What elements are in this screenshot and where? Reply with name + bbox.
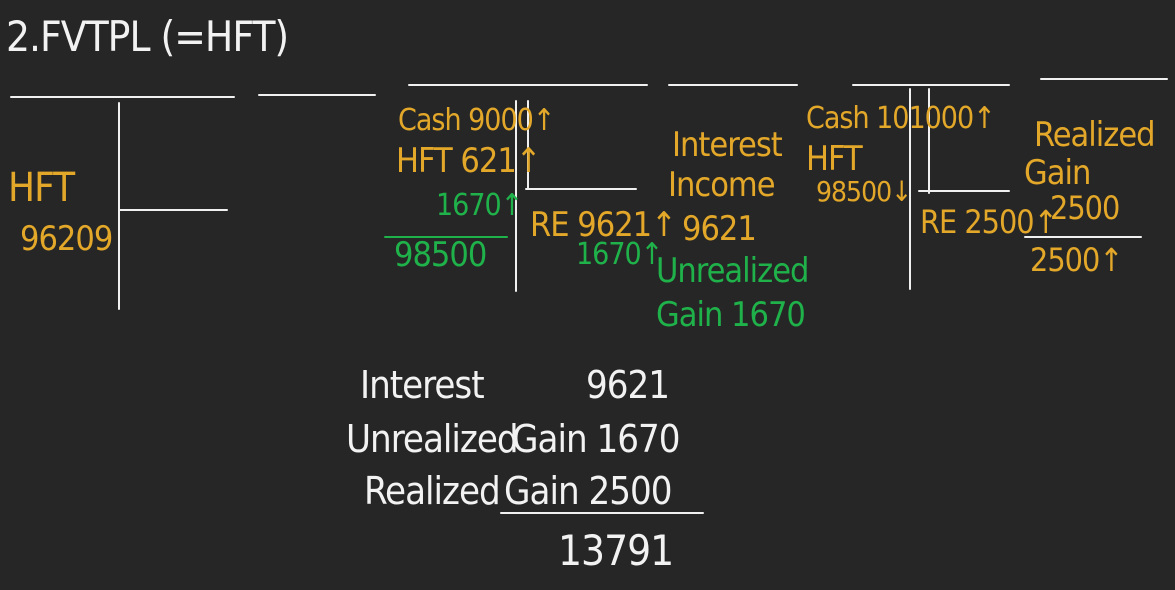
re-unrealized: 1670↑ [576,237,663,272]
divider-line [668,84,798,86]
summary-realized-amount: Gain 2500 [504,469,672,513]
t-account-vertical [928,88,930,194]
t-account-vertical [118,102,120,310]
hft-account-label: HFT [8,165,75,211]
realized-label: Realized [1034,115,1156,155]
summary-unrealized-amount: Gain 1670 [512,417,680,461]
summary-realized-label: Realized [364,469,501,513]
sale-cash: Cash 101000↑ [806,101,996,136]
entry-hft: HFT 621↑ [396,141,541,181]
sale-hft: HFT [806,139,863,179]
sale-hft-amount: 98500↓ [816,175,912,208]
summary-total: 13791 [558,526,674,575]
summary-interest-label: Interest [360,363,485,407]
interest-income-label: Interest [672,125,783,165]
entry-unrealized: 1670↑ [436,188,523,223]
t-account-horizontal [918,190,1010,192]
re-entry: RE 9621↑ [530,205,677,245]
hft-amount: 96209 [20,219,113,259]
summary-unrealized-label: Unrealized [346,417,519,461]
realized-total: 2500↑ [1030,241,1123,279]
t-account-vertical [515,100,517,292]
divider-line [10,96,235,98]
realized-amount: 2500 [1050,189,1120,227]
sum-line [384,236,508,238]
summary-interest-amount: 9621 [586,363,670,407]
divider-line [852,84,1010,86]
entry-cash: Cash 9000↑ [398,103,555,138]
divider-line [258,94,376,96]
sale-re: RE 2500↑ [920,203,1058,241]
realized-gain-label: Gain [1024,153,1091,193]
t-account-vertical [909,88,911,290]
divider-line [1040,78,1168,80]
divider-line [408,84,648,86]
unrealized-gain: Gain 1670 [656,295,806,335]
t-account-vertical [527,100,529,190]
summary-sum-line [500,512,704,514]
unrealized-label: Unrealized [656,251,809,291]
sum-line [1024,236,1142,238]
interest-income-label2: Income [668,165,776,205]
t-account-horizontal [525,188,637,190]
page-title: 2.FVTPL (=HFT) [6,12,289,61]
t-account-horizontal [118,209,228,211]
interest-income-amount: 9621 [682,209,757,249]
entry-total: 98500 [394,235,487,275]
